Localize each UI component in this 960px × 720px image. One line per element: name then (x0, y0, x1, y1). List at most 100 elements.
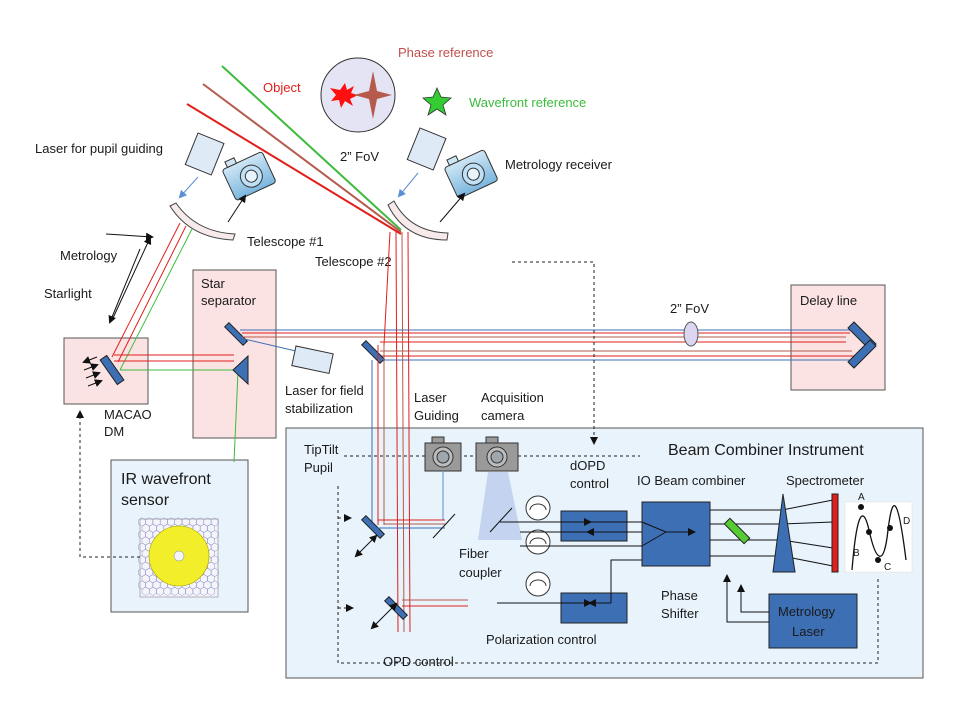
phase-shifter-label-2: Shifter (661, 606, 699, 621)
spectrometer-detector (831, 493, 839, 573)
star-separator-label-1: Star (201, 276, 226, 291)
opd-dashed (337, 486, 879, 664)
fiber-spool-3 (525, 571, 551, 597)
star-separator-mirror (223, 321, 249, 347)
opd-control-label: OPD control (383, 654, 454, 669)
t2-vertical-beams (371, 231, 411, 633)
laser-guiding-label-2: Guiding (414, 408, 459, 423)
polarization-lines (520, 545, 642, 607)
fov-sky-label: 2” FoV (340, 149, 379, 164)
io-bc-label: IO Beam combiner (637, 473, 746, 488)
green-to-wfs (233, 371, 239, 463)
io-bc-lines (641, 499, 834, 567)
object-beam (186, 103, 402, 235)
fringe-label-b: B (853, 548, 860, 559)
phase-reference-star-icon (354, 71, 392, 119)
camera-icon-2[interactable] (441, 144, 498, 199)
object-burst-icon (330, 83, 358, 108)
lenslet-cell (207, 586, 215, 596)
starlight-arrow-down (108, 248, 141, 324)
laser-guiding-camera-icon[interactable] (424, 436, 462, 472)
fiber-spool-2 (525, 529, 551, 555)
star-separator-box (192, 269, 277, 439)
dm-mirror (99, 354, 125, 386)
fov-beam-label: 2” FoV (670, 301, 709, 316)
metrology-arrow (105, 232, 154, 241)
field-laser-icon (291, 345, 334, 375)
spectrometer-label: Spectrometer (786, 473, 865, 488)
tiptilt-mirror (360, 514, 386, 540)
laser-field-label-2: stabilization (285, 401, 353, 416)
fringe-label-c: C (884, 562, 891, 573)
pupil-laser-icon-2 (406, 127, 447, 171)
tiptilt-label-2: Pupil (304, 460, 333, 475)
beam-splitter-2 (489, 507, 513, 533)
telescope-1-label: Telescope #1 (247, 234, 324, 249)
fringe-label-a: A (858, 492, 865, 503)
beam-splitter-1 (432, 513, 456, 539)
bci-title: Beam Combiner Instrument (668, 442, 864, 459)
delay-line-label: Delay line (800, 293, 857, 308)
object-label: Object (263, 80, 301, 95)
phase-reference-beam (202, 83, 402, 233)
acquisition-camera-icon[interactable] (475, 436, 519, 472)
t1-beam-red-b (117, 225, 187, 363)
star-separator-prism (232, 354, 249, 386)
metrology-arrow-up (112, 236, 152, 319)
macao-box (63, 337, 149, 405)
fiber-coupler-label-2: coupler (459, 565, 502, 580)
metrology-laser-lines (723, 574, 769, 623)
main-beam-lines (239, 329, 858, 361)
fov-lens (683, 321, 699, 347)
camera-arrow-1 (227, 194, 247, 223)
acquisition-beam-cone (478, 472, 522, 540)
acq-camera-label-2: camera (481, 408, 525, 423)
opd-out-beams (402, 599, 468, 607)
laser-pupil-guiding-label: Laser for pupil guiding (35, 141, 163, 156)
tiptilt-arrows (354, 534, 378, 558)
metrology-laser-label-2: Laser (792, 624, 825, 639)
pupil-laser-beam-2 (397, 172, 419, 198)
fold-mirror-2 (360, 339, 386, 365)
macao-label-2: DM (104, 424, 124, 439)
ir-wfs-label-1: IR wavefront (121, 471, 211, 488)
metrology-receiver-label: Metrology receiver (505, 157, 613, 172)
tiptilt-out-beams (372, 519, 445, 529)
wavefront-reference-beam (221, 65, 402, 231)
t1-beam-red-a (111, 222, 181, 358)
io-bc-box (641, 501, 711, 567)
fringe-plot: A B C D (844, 492, 913, 573)
wavefront-reference-star-icon (422, 87, 452, 116)
phase-reference-label: Phase reference (398, 45, 493, 60)
telescope-1-mirror (169, 202, 236, 241)
camera-icon-1[interactable] (219, 146, 276, 201)
polarization-label: Polarization control (486, 632, 597, 647)
phase-shifter-element (723, 517, 751, 545)
star-separator-label-2: separator (201, 293, 257, 308)
laser-field-label-1: Laser for field (285, 383, 364, 398)
tiptilt-label-1: TipTilt (304, 442, 339, 457)
wavefront-reference-label: Wavefront reference (469, 95, 586, 110)
opd-arrows (370, 602, 398, 630)
wfs-lenslet-array (138, 517, 219, 598)
dopd-label-1: dOPD (570, 458, 605, 473)
fiber-coupler-label-1: Fiber (459, 546, 489, 561)
fiber-spool-1 (525, 495, 551, 521)
dopd-label-2: control (570, 476, 609, 491)
metrology-laser-box (768, 593, 858, 649)
pupil-laser-beam-1 (178, 176, 199, 199)
metrology-laser-label-1: Metrology (778, 604, 836, 619)
pupil-laser-icon (184, 132, 225, 176)
delay-line-mirror (847, 321, 877, 369)
camera-arrow-2 (439, 192, 466, 223)
laser-guiding-label-1: Laser (414, 390, 447, 405)
t1-beam-green (119, 228, 193, 371)
ir-wfs-label-2: sensor (121, 492, 170, 509)
phase-shifter-label-1: Phase (661, 588, 698, 603)
dopd-lines (520, 518, 642, 536)
wfs-to-dm-dashed (76, 410, 140, 558)
dopd-box (560, 510, 628, 542)
metrology-label: Metrology (60, 248, 118, 263)
starlight-label: Starlight (44, 286, 92, 301)
